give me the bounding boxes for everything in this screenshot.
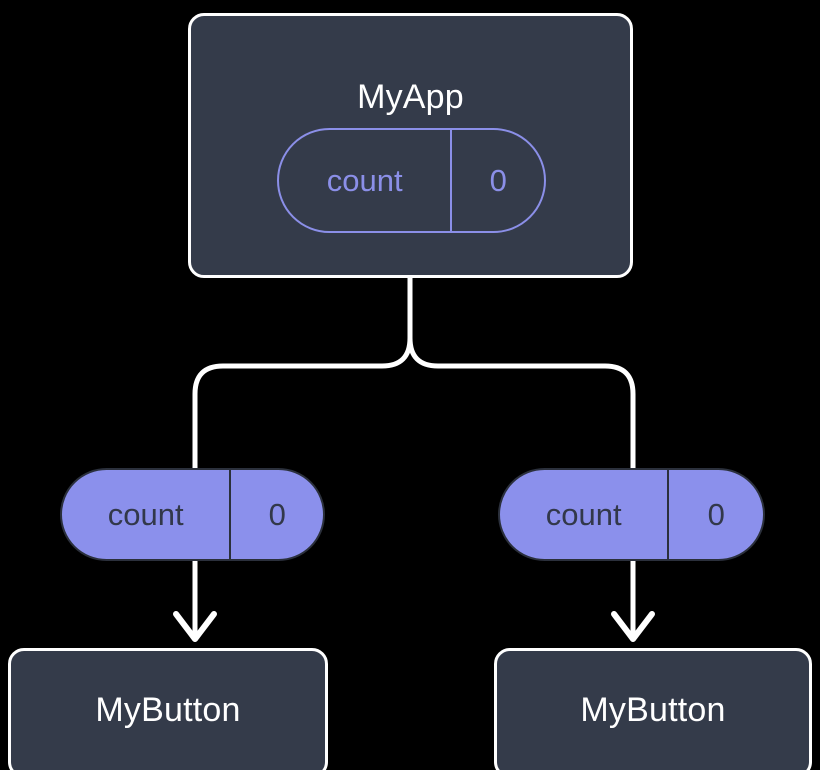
state-pill-key: count xyxy=(500,470,670,559)
widget-node-myapp[interactable]: MyApp xyxy=(188,13,633,278)
state-pill-myapp[interactable]: count 0 xyxy=(277,128,546,233)
state-pill-value: 0 xyxy=(707,496,725,532)
state-pill-branch-right[interactable]: count 0 xyxy=(498,468,765,561)
arrow-right xyxy=(611,561,655,642)
tree-fork-connector-right xyxy=(407,335,636,471)
widget-node-mybutton-right[interactable]: MyButton xyxy=(494,648,812,770)
state-pill-key: count xyxy=(279,130,453,231)
widget-node-mybutton-left[interactable]: MyButton xyxy=(8,648,328,770)
widget-label-mybutton: MyButton xyxy=(580,691,726,729)
state-pill-value: 0 xyxy=(268,496,286,532)
state-pill-branch-left[interactable]: count 0 xyxy=(60,468,325,561)
state-pill-value: 0 xyxy=(489,162,507,198)
tree-fork-connector xyxy=(192,275,413,471)
state-pill-key: count xyxy=(62,470,232,559)
arrow-left xyxy=(173,561,217,642)
widget-label-mybutton: MyButton xyxy=(95,691,241,729)
widget-label-myapp: MyApp xyxy=(357,78,464,116)
